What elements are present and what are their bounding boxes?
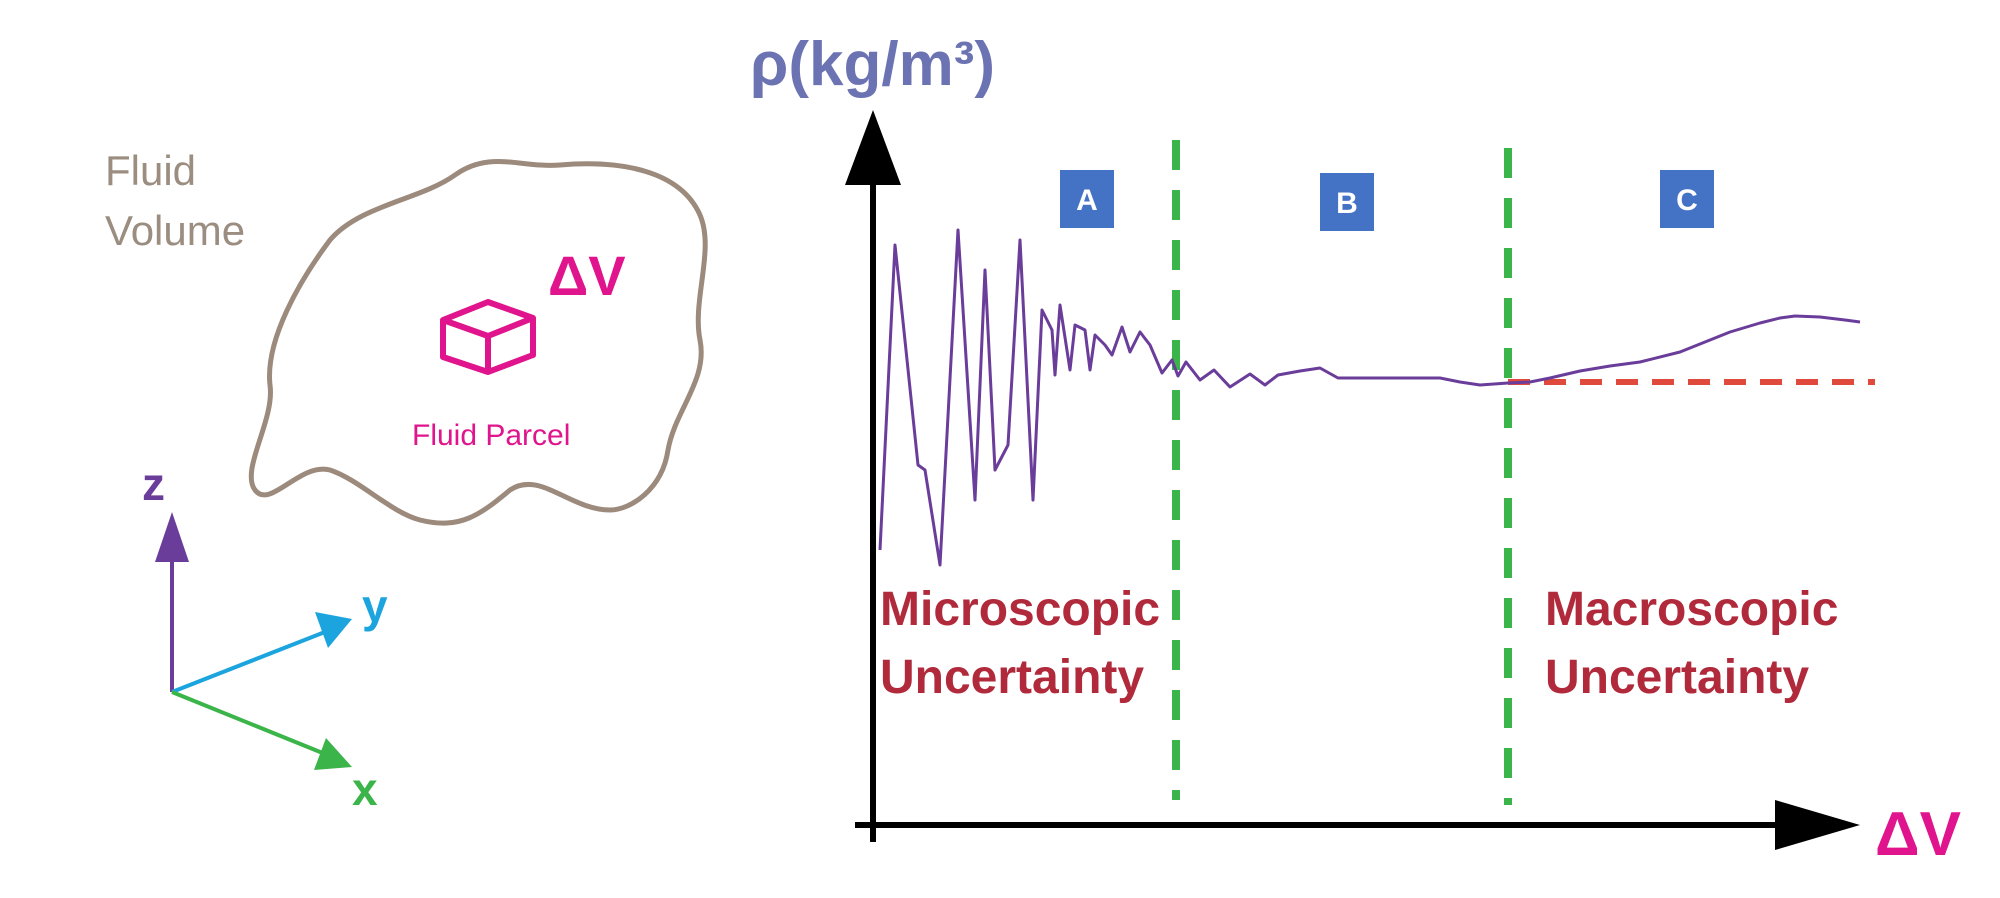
x-axis-arrowhead-icon — [314, 738, 352, 770]
fluid-volume-outline — [248, 159, 708, 526]
fluid-volume-label-line1: Fluid — [105, 147, 196, 194]
z-axis-label: z — [142, 458, 165, 510]
microscopic-annotation-line1: Microscopic — [880, 583, 1160, 636]
fluid-volume-label-line2: Volume — [105, 207, 245, 254]
z-axis-arrowhead-icon — [155, 512, 189, 562]
density-curve — [878, 228, 1861, 567]
fluid-volume-group: Fluid Volume ΔV Fluid Parcel — [105, 147, 708, 526]
region-b-label: B — [1336, 187, 1358, 220]
horizontal-axis-arrowhead-icon — [1775, 800, 1860, 850]
coordinate-axes-3d — [155, 512, 352, 770]
y-axis-label: y — [362, 580, 388, 632]
density-axis-label: ρ(kg/m³) — [750, 30, 995, 99]
x-axis-line — [171, 690, 331, 758]
region-a-label: A — [1076, 184, 1098, 217]
region-b-box — [1320, 173, 1374, 231]
region-a-box — [1060, 170, 1114, 228]
parcel-delta-v-label: ΔV — [548, 244, 626, 307]
region-c-box — [1660, 170, 1714, 228]
region-b-badge: B — [1320, 173, 1374, 231]
region-a-badge: A — [1060, 170, 1114, 228]
volume-axis-label: ΔV — [1875, 800, 1961, 869]
region-c-label: C — [1676, 184, 1698, 217]
macroscopic-annotation-line1: Macroscopic — [1545, 583, 1838, 636]
macroscopic-annotation-line2: Uncertainty — [1545, 651, 1809, 704]
y-axis-line — [171, 628, 331, 694]
graph-group: ρ(kg/m³) ΔV A B C Microscopic Uncertaint… — [750, 30, 1961, 869]
region-c-badge: C — [1660, 170, 1714, 228]
vertical-axis-arrowhead-icon — [845, 110, 901, 185]
microscopic-annotation-line2: Uncertainty — [880, 651, 1144, 704]
fluid-parcel-label: Fluid Parcel — [412, 419, 570, 452]
y-axis-arrowhead-icon — [315, 612, 352, 648]
fluid-parcel-cube-icon — [440, 299, 536, 375]
x-axis-label: x — [352, 763, 378, 815]
